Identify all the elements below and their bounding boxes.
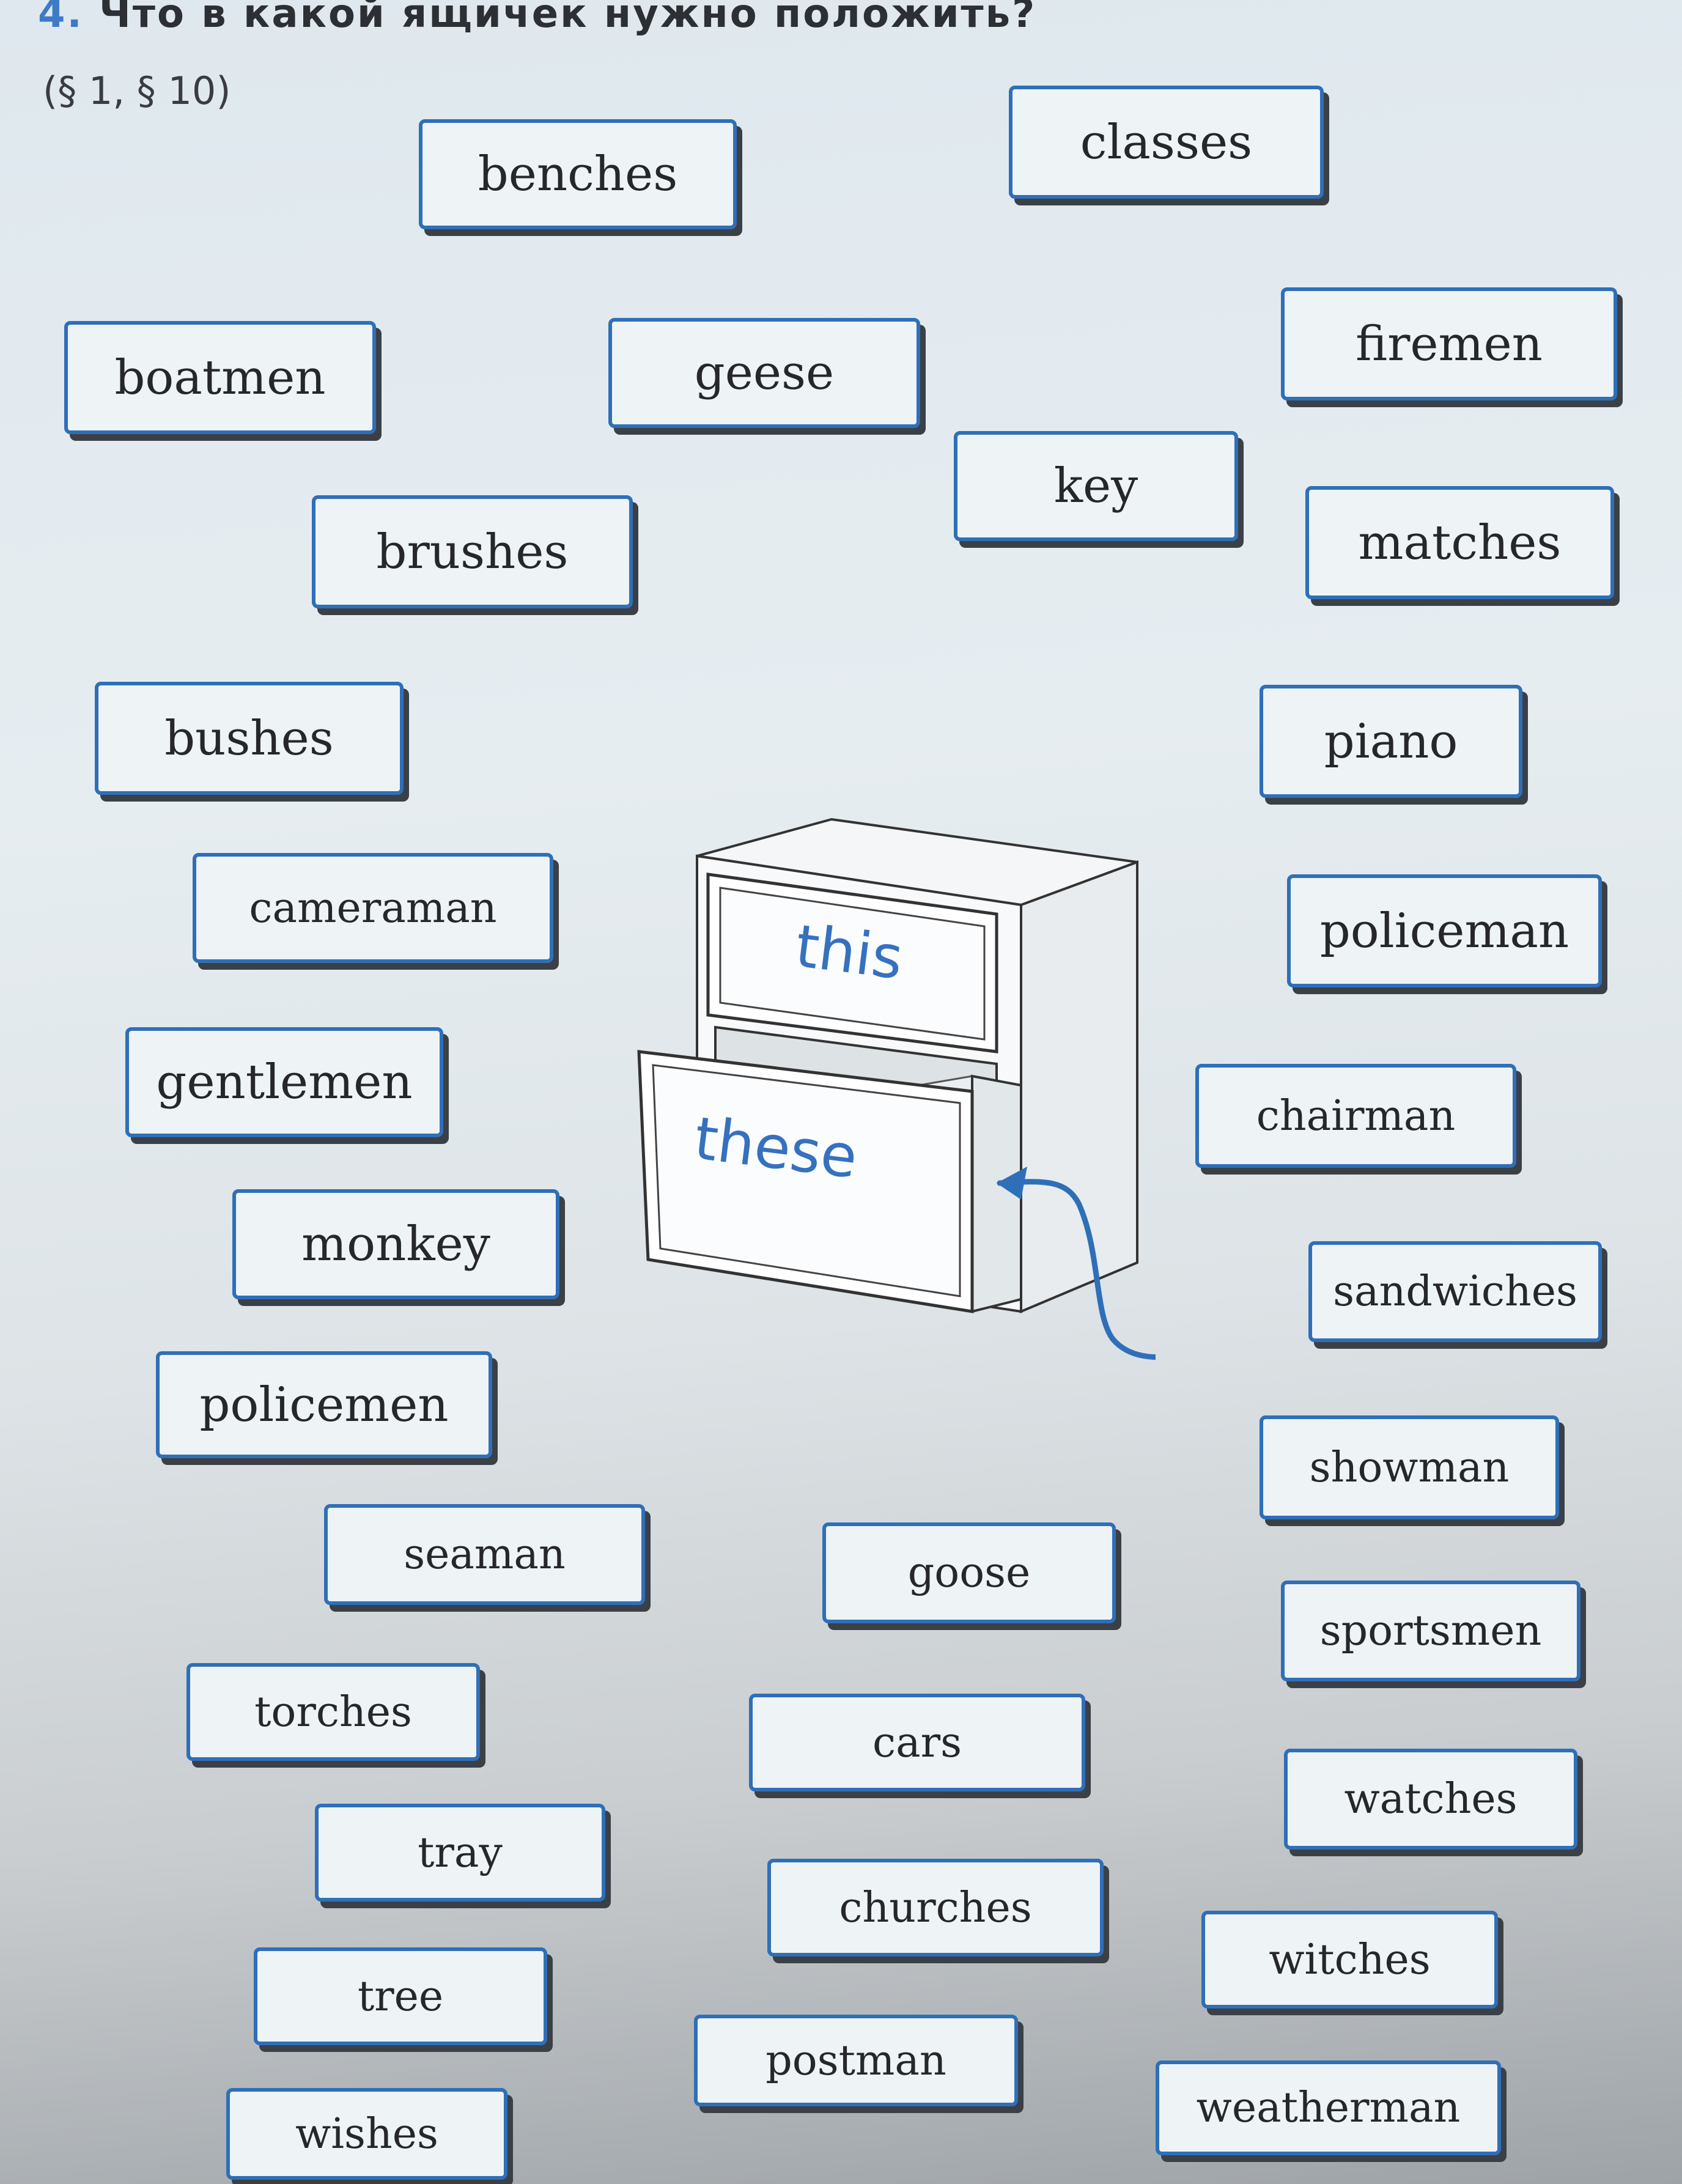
section-references: (§ 1, § 10) (43, 68, 231, 113)
word-card-seaman[interactable]: seaman (324, 1504, 645, 1605)
word-card-wishes[interactable]: wishes (226, 2088, 507, 2180)
word-card-sandwiches[interactable]: sandwiches (1308, 1241, 1602, 1342)
task-title: 4. Что в какой ящичек нужно положить? (38, 0, 1036, 37)
word-card-benches[interactable]: benches (419, 119, 737, 229)
drawer-cabinet-illustration: this these (637, 817, 1156, 1360)
word-card-geese[interactable]: geese (608, 318, 920, 428)
arrow-head-icon (997, 1167, 1027, 1200)
top-drawer-panel (719, 887, 986, 1041)
word-card-weatherman[interactable]: weatherman (1156, 2060, 1501, 2155)
cabinet-side (1020, 860, 1138, 1314)
word-card-firemen[interactable]: firemen (1281, 287, 1617, 400)
word-card-showman[interactable]: showman (1260, 1415, 1559, 1519)
word-card-tree[interactable]: tree (254, 1947, 547, 2045)
word-card-bushes[interactable]: bushes (95, 682, 404, 795)
word-card-gentlemen[interactable]: gentlemen (125, 1027, 443, 1137)
top-drawer-label: this (792, 912, 907, 993)
word-card-postman[interactable]: postman (694, 2015, 1018, 2106)
task-number: 4. (38, 0, 84, 37)
word-card-tray[interactable]: tray (315, 1804, 605, 1902)
word-card-witches[interactable]: witches (1201, 1911, 1498, 2009)
word-card-sportsmen[interactable]: sportsmen (1281, 1581, 1581, 1681)
word-card-policemen[interactable]: policemen (156, 1351, 492, 1458)
word-card-matches[interactable]: matches (1305, 486, 1614, 599)
word-card-policeman[interactable]: policeman (1287, 874, 1602, 987)
word-card-monkey[interactable]: monkey (232, 1189, 559, 1299)
word-card-cameraman[interactable]: cameraman (193, 853, 553, 963)
word-card-churches[interactable]: churches (767, 1859, 1104, 1957)
word-card-piano[interactable]: piano (1260, 685, 1522, 798)
word-card-brushes[interactable]: brushes (312, 495, 633, 608)
word-card-torches[interactable]: torches (186, 1663, 480, 1761)
task-text: Что в какой ящичек нужно положить? (99, 0, 1037, 37)
pointer-arrow (997, 1179, 1156, 1360)
word-card-classes[interactable]: classes (1009, 86, 1324, 199)
bottom-drawer-panel (652, 1064, 961, 1297)
word-card-chairman[interactable]: chairman (1195, 1064, 1516, 1168)
word-card-goose[interactable]: goose (822, 1522, 1116, 1623)
word-card-key[interactable]: key (954, 431, 1238, 541)
word-card-watches[interactable]: watches (1284, 1749, 1577, 1850)
word-card-cars[interactable]: cars (749, 1694, 1085, 1791)
word-card-boatmen[interactable]: boatmen (64, 321, 376, 434)
